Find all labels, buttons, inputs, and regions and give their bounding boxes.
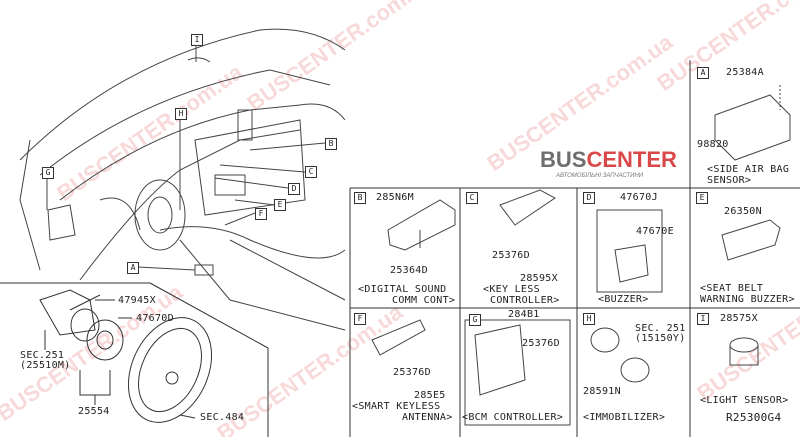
panel-grid — [0, 60, 800, 437]
panel-e-letter: E — [696, 192, 708, 204]
part-98820: 98820 — [697, 139, 729, 150]
panel-a-caption: <SIDE AIR BAG — [707, 164, 790, 175]
part-284b1: 284B1 — [508, 309, 540, 320]
part-26350n: 26350N — [724, 206, 762, 217]
dashboard-drawing — [19, 28, 346, 331]
part-28575x: 28575X — [720, 313, 758, 324]
panel-g-caption: <BCM CONTROLLER> — [462, 412, 564, 423]
panel-g-letter: G — [469, 314, 481, 326]
panel-d-caption: <BUZZER> — [598, 294, 649, 305]
sec-251-ref: (25510M) — [20, 360, 71, 371]
sec-251: SEC. 251 — [635, 323, 686, 334]
callout-g[interactable]: G — [42, 167, 54, 179]
part-28595x: 28595X — [520, 273, 558, 284]
panel-i-letter: I — [697, 313, 709, 325]
part-25376d: 25376D — [522, 338, 560, 349]
part-28591n: 28591N — [583, 386, 621, 397]
panel-c-caption: <KEY LESS — [483, 284, 540, 295]
panel-b-caption-2: COMM CONT> — [392, 295, 456, 306]
panel-e-caption-2: WARNING BUZZER> — [700, 294, 795, 305]
panel-c-letter: C — [466, 192, 478, 204]
buscenter-logo-subtitle: АВТОМОБІЛЬНІ ЗАПЧАСТИНИ — [556, 173, 644, 179]
panel-a-letter: A — [697, 67, 709, 79]
part-25364d: 25364D — [390, 265, 428, 276]
part-47945x: 47945X — [118, 295, 156, 306]
panel-b-caption: <DIGITAL SOUND — [358, 284, 447, 295]
part-47670e: 47670E — [636, 226, 674, 237]
panel-i-caption: <LIGHT SENSOR> — [700, 395, 789, 406]
sec-484: SEC.484 — [200, 412, 245, 423]
part-sketches — [371, 85, 791, 426]
diagram-id: R25300G4 — [726, 411, 782, 424]
part-285e5: 285E5 — [414, 390, 446, 401]
panel-d-letter: D — [583, 192, 595, 204]
sec-251-ref: (15150Y) — [635, 333, 686, 344]
panel-e-caption: <SEAT BELT — [700, 283, 764, 294]
callout-a[interactable]: A — [127, 262, 139, 274]
callout-d[interactable]: D — [288, 183, 300, 195]
part-25384a: 25384A — [726, 67, 764, 78]
panel-f-caption: <SMART KEYLESS — [352, 401, 441, 412]
panel-b-letter: B — [354, 192, 366, 204]
sec-251: SEC.251 — [20, 350, 65, 361]
panel-f-letter: F — [354, 313, 366, 325]
panel-c-caption-2: CONTROLLER> — [490, 295, 560, 306]
callout-i[interactable]: I — [191, 34, 203, 46]
part-285n6m: 285N6M — [376, 192, 414, 203]
callout-c[interactable]: C — [305, 166, 317, 178]
buscenter-logo: BUSCENTER — [540, 147, 677, 172]
callout-e[interactable]: E — [274, 199, 286, 211]
part-25554: 25554 — [78, 406, 110, 417]
steering-drawing — [39, 289, 213, 423]
part-25376d: 25376D — [393, 367, 431, 378]
callout-h[interactable]: H — [175, 108, 187, 120]
part-25376d: 25376D — [492, 250, 530, 261]
part-47670j: 47670J — [620, 192, 658, 203]
callout-f[interactable]: F — [255, 208, 267, 220]
part-47670d: 47670D — [136, 313, 174, 324]
panel-a-caption-2: SENSOR> — [707, 175, 752, 186]
panel-f-caption-2: ANTENNA> — [402, 412, 453, 423]
panel-h-letter: H — [583, 313, 595, 325]
callout-b[interactable]: B — [325, 138, 337, 150]
panel-h-caption: <IMMOBILIZER> — [583, 412, 666, 423]
